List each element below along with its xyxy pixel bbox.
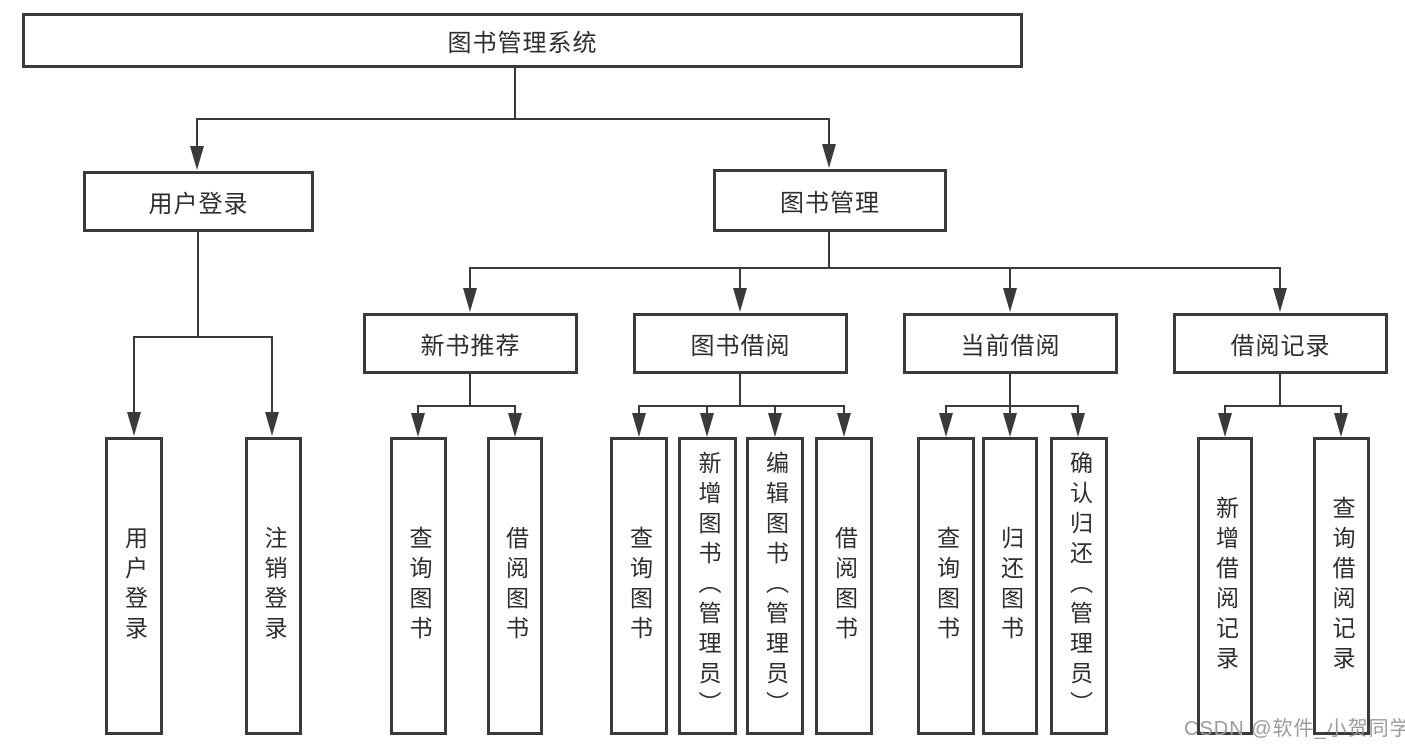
connector-line <box>197 232 199 338</box>
leaf-recommend-borrow-books: 借阅图书 <box>487 437 543 735</box>
leaf-edit-book-admin-label: 编辑图书（管理员） <box>762 451 789 721</box>
connector-line <box>469 267 471 293</box>
leaf-borrow-books-label: 借阅图书 <box>831 526 858 646</box>
connector-line <box>828 118 830 152</box>
connector-line <box>1009 374 1011 407</box>
connector-line <box>638 405 845 407</box>
arrow-down-icon <box>1334 413 1348 437</box>
connector-line <box>638 405 640 417</box>
leaf-confirm-return-admin: 确认归还（管理员） <box>1050 437 1108 735</box>
connector-line <box>1077 405 1079 417</box>
node-new-book-recommend: 新书推荐 <box>363 313 578 374</box>
leaf-recommend-borrow-books-label: 借阅图书 <box>502 526 529 646</box>
arrow-down-icon <box>1003 288 1017 312</box>
node-borrow-records: 借阅记录 <box>1173 313 1388 374</box>
arrow-down-icon <box>127 412 141 436</box>
leaf-current-query-books-label: 查询图书 <box>933 526 960 646</box>
arrow-down-icon <box>1273 288 1287 312</box>
arrow-down-icon <box>508 413 522 437</box>
arrow-down-icon <box>1003 413 1017 437</box>
leaf-query-borrow-record: 查询借阅记录 <box>1313 437 1370 735</box>
arrow-down-icon <box>733 288 747 312</box>
leaf-borrow-query-books: 查询图书 <box>610 437 668 735</box>
leaf-current-query-books: 查询图书 <box>917 437 975 735</box>
connector-line <box>1340 405 1342 417</box>
connector-line <box>133 336 135 416</box>
connector-line <box>739 374 741 407</box>
connector-line <box>1279 374 1281 407</box>
arrow-down-icon <box>700 413 714 437</box>
arrow-down-icon <box>411 413 425 437</box>
arrow-down-icon <box>939 413 953 437</box>
leaf-add-book-admin: 新增图书（管理员） <box>678 437 737 735</box>
arrow-down-icon <box>837 413 851 437</box>
leaf-add-borrow-record-label: 新增借阅记录 <box>1212 496 1239 676</box>
connector-line <box>417 405 516 407</box>
leaf-borrow-query-books-label: 查询图书 <box>626 526 653 646</box>
leaf-add-borrow-record: 新增借阅记录 <box>1197 437 1253 735</box>
leaf-return-book: 归还图书 <box>982 437 1038 735</box>
connector-line <box>1009 405 1011 417</box>
connector-line <box>1279 267 1281 293</box>
connector-line <box>945 405 947 417</box>
connector-line <box>945 405 1079 407</box>
node-current-borrow: 当前借阅 <box>903 313 1118 374</box>
connector-line <box>774 405 776 417</box>
node-library-system: 图书管理系统 <box>22 13 1023 68</box>
connector-line <box>1224 405 1226 417</box>
connector-line <box>271 336 273 416</box>
connector-line <box>706 405 708 417</box>
leaf-user-login: 用户登录 <box>105 437 163 735</box>
leaf-recommend-query-books-label: 查询图书 <box>406 526 432 646</box>
leaf-edit-book-admin: 编辑图书（管理员） <box>746 437 804 735</box>
connector-line <box>514 68 516 118</box>
connector-line <box>1009 267 1011 293</box>
leaf-logout: 注销登录 <box>245 437 302 735</box>
node-user-login: 用户登录 <box>83 171 314 232</box>
watermark: CSDN @软件_小贺同学 <box>1184 718 1405 740</box>
arrow-down-icon <box>265 412 279 436</box>
connector-line <box>469 374 471 407</box>
arrow-down-icon <box>190 146 204 170</box>
node-book-borrow: 图书借阅 <box>633 313 848 374</box>
node-book-management: 图书管理 <box>713 169 947 232</box>
leaf-confirm-return-admin-label: 确认归还（管理员） <box>1066 451 1093 721</box>
arrow-down-icon <box>822 144 836 168</box>
connector-line <box>739 267 741 293</box>
connector-line <box>133 336 273 338</box>
leaf-query-borrow-record-label: 查询借阅记录 <box>1329 496 1355 676</box>
arrow-down-icon <box>1218 413 1232 437</box>
leaf-recommend-query-books: 查询图书 <box>390 437 447 735</box>
connector-line <box>843 405 845 417</box>
leaf-add-book-admin-label: 新增图书（管理员） <box>695 451 721 721</box>
connector-line <box>417 405 419 417</box>
connector-line <box>828 232 830 269</box>
leaf-return-book-label: 归还图书 <box>997 526 1024 646</box>
arrow-down-icon <box>1071 413 1085 437</box>
leaf-borrow-books: 借阅图书 <box>815 437 873 735</box>
connector-line <box>196 118 830 120</box>
leaf-user-login-label: 用户登录 <box>121 526 148 646</box>
connector-line <box>514 405 516 417</box>
connector-line <box>1224 405 1342 407</box>
leaf-logout-label: 注销登录 <box>261 526 287 646</box>
arrow-down-icon <box>632 413 646 437</box>
connector-line <box>469 267 1281 269</box>
arrow-down-icon <box>463 288 477 312</box>
connector-line <box>196 118 198 152</box>
arrow-down-icon <box>768 413 782 437</box>
